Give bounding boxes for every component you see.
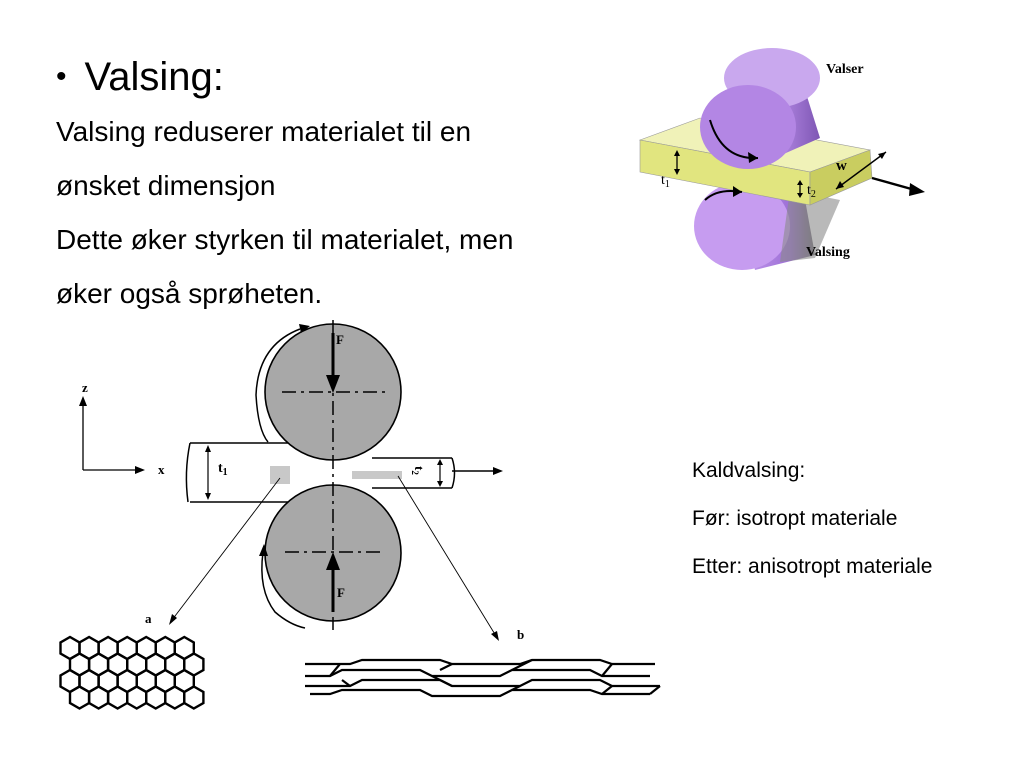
- body-text: Valsing reduserer materialet til en ønsk…: [56, 113, 636, 329]
- body-line: Valsing reduserer materialet til en: [56, 116, 472, 147]
- grain-cell: [106, 685, 129, 710]
- label-a: a: [145, 611, 152, 626]
- workpiece-strip: [185, 442, 456, 503]
- grain-cell: [183, 685, 205, 710]
- label-t1-bottom: t1: [218, 461, 228, 478]
- label-b: b: [517, 627, 524, 642]
- title-text: Valsing:: [84, 55, 224, 99]
- upper-rotation-arrow: [255, 328, 301, 443]
- axes: z x: [79, 380, 165, 477]
- label-valsing: Valsing: [806, 245, 850, 260]
- bullet-icon: •: [56, 60, 67, 93]
- label-w: w: [836, 158, 847, 174]
- label-x: x: [158, 462, 165, 477]
- grain-cell: [68, 685, 91, 710]
- label-f-top: F: [336, 332, 344, 347]
- rolling-notes: Kaldvalsing: Før: isotropt materiale Ett…: [692, 454, 932, 598]
- elongated-grains: [305, 658, 661, 698]
- grain-sample-before: [270, 466, 290, 484]
- label-t1: t1: [661, 173, 670, 190]
- grain-cell: [125, 685, 148, 710]
- slide-title: • Valsing:: [56, 52, 224, 102]
- body-line: ønsket dimensjon: [56, 170, 276, 201]
- label-t2: t2: [807, 183, 816, 200]
- leader-b: [397, 475, 497, 637]
- upper-roller: [700, 48, 820, 169]
- lower-rotation-arrow: [261, 551, 306, 629]
- notes-heading: Kaldvalsing:: [692, 459, 806, 482]
- lower-rotation-arrowhead: [733, 186, 742, 197]
- label-t2-bottom: t2: [410, 466, 427, 475]
- width-arrow: [835, 151, 887, 190]
- grain-cell: [144, 685, 167, 710]
- label-z: z: [82, 380, 88, 395]
- feed-arrowhead: [909, 183, 925, 196]
- body-line: øker også sprøheten.: [56, 278, 323, 309]
- leader-a: [171, 477, 281, 621]
- equiaxed-grains: [59, 635, 205, 710]
- label-f-bottom: F: [337, 585, 345, 600]
- grain-sample-after: [352, 471, 402, 479]
- grain-cell: [87, 685, 110, 710]
- notes-before: Før: isotropt materiale: [692, 507, 898, 530]
- body-line: Dette øker styrken til materialet, men: [56, 224, 514, 255]
- label-valser: Valser: [826, 62, 864, 77]
- grain-cell: [164, 685, 186, 710]
- notes-after: Etter: anisotropt materiale: [692, 555, 933, 578]
- feed-arrow: [871, 176, 916, 192]
